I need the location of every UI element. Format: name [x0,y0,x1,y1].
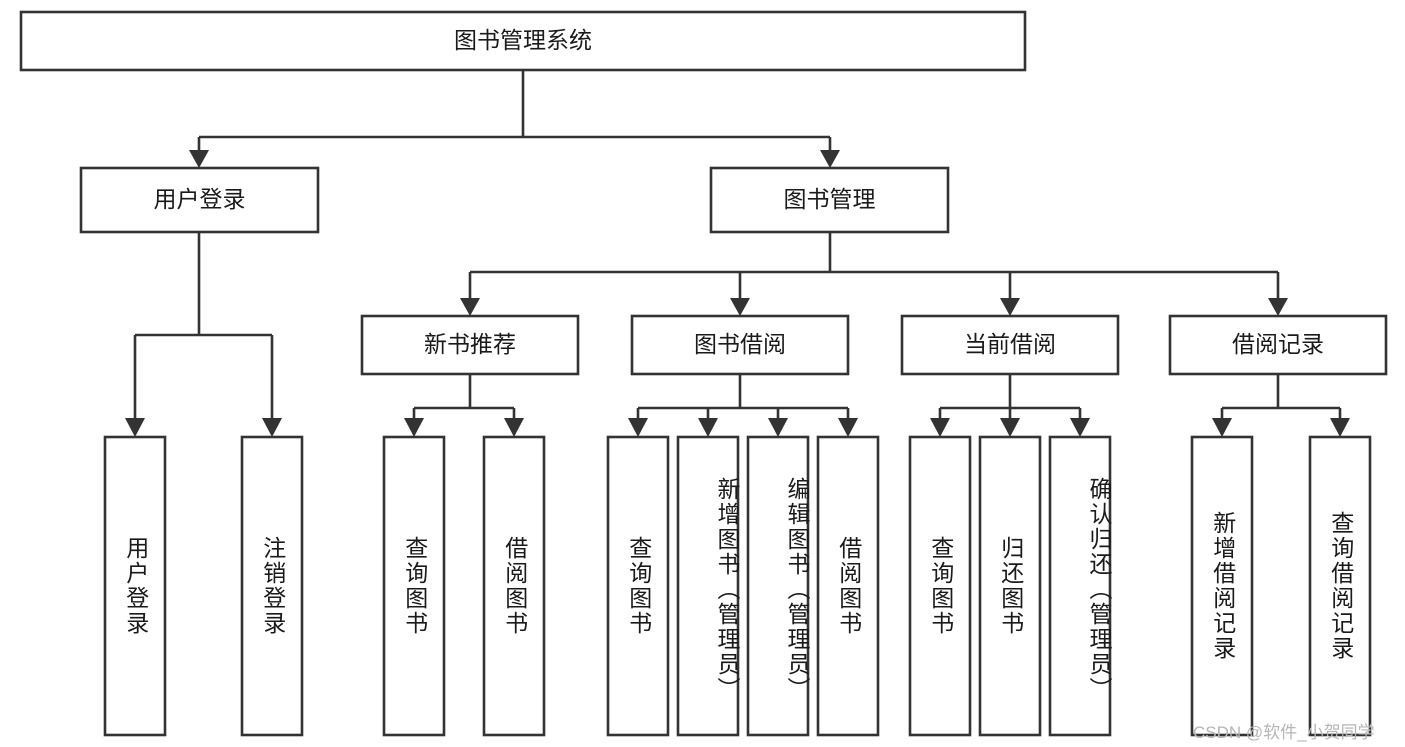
node-current-borrow-label: 当前借阅 [964,331,1056,357]
node-book-borrow[interactable]: 图书借阅 [630,314,850,376]
node-book-borrow-label: 图书借阅 [694,331,786,357]
node-current-borrow[interactable]: 当前借阅 [900,314,1120,376]
leaf-box-current-borrow-0[interactable] [908,435,972,737]
node-book-management[interactable]: 图书管理 [709,166,950,234]
csdn-watermark: CSDN @软件_小贺同学 [1193,723,1375,742]
connector-newbook-to-leaves [404,374,524,437]
node-root[interactable]: 图书管理系统 [19,10,1027,72]
leaf-box-book-borrow-1[interactable] [676,435,740,737]
leaf-box-new-book-1[interactable] [482,435,546,737]
leaf-box-book-borrow-3[interactable] [816,435,880,737]
connector-bookborrow-to-leaves [628,374,858,437]
node-borrow-record[interactable]: 借阅记录 [1168,314,1388,376]
connector-borrowrecord-to-leaves [1212,374,1350,437]
node-new-book-recommend-label: 新书推荐 [424,331,516,357]
leaf-box-borrow-record-0[interactable] [1190,435,1254,737]
node-root-label: 图书管理系统 [454,27,592,53]
connector-userlogin-to-leaves [125,232,282,437]
connector-bookmgmt-to-level3 [460,232,1288,316]
leaf-box-book-borrow-2[interactable] [746,435,810,737]
node-user-login[interactable]: 用户登录 [79,166,320,234]
node-user-login-label: 用户登录 [154,186,246,212]
leaf-box-user-login-1[interactable] [240,435,304,737]
connector-currentborrow-to-leaves [930,374,1090,437]
connector-root-to-level2 [189,70,840,168]
leaf-box-current-borrow-1[interactable] [978,435,1042,737]
node-new-book-recommend[interactable]: 新书推荐 [360,314,580,376]
leaf-box-user-login-0[interactable] [103,435,167,737]
leaf-box-borrow-record-1[interactable] [1308,435,1372,737]
leaf-box-book-borrow-0[interactable] [606,435,670,737]
leaf-box-current-borrow-2[interactable] [1048,435,1112,737]
node-book-management-label: 图书管理 [784,186,876,212]
node-borrow-record-label: 借阅记录 [1232,331,1324,357]
leaf-box-new-book-0[interactable] [382,435,446,737]
